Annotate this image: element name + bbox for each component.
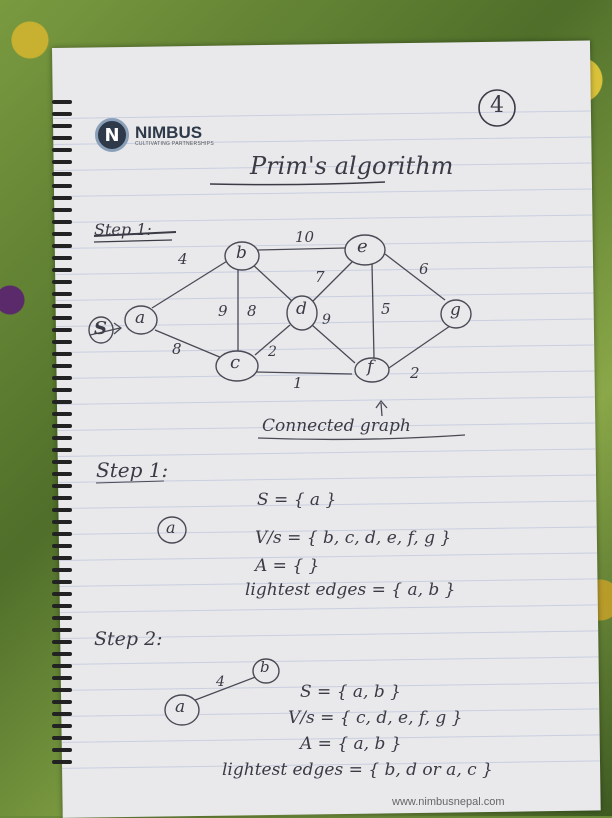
node-c-circle (215, 350, 259, 382)
node-d-label: d (296, 299, 307, 319)
step2-line-4: lightest edges = { b, d or a, c } (222, 760, 493, 780)
spiral-binding (52, 100, 72, 800)
weight-c-f: 1 (293, 374, 303, 392)
step1-heading: Step 1: (96, 458, 169, 482)
node-f-circle (354, 357, 390, 383)
graph-edges (89, 247, 466, 441)
weight-d-e: 7 (315, 268, 325, 286)
page-number-circle (478, 89, 516, 127)
step1-underline (95, 480, 165, 484)
logo-name: NIMBUS (135, 122, 203, 142)
weight-b-d: 8 (247, 302, 257, 320)
node-g-label: g (450, 300, 461, 320)
step2-edge-a-b (189, 675, 259, 703)
caption-arrow-head (375, 399, 388, 409)
graph-caption: Connected graph (262, 416, 411, 436)
step2-node-b-label: b (260, 658, 270, 676)
weight-d-c: 2 (268, 344, 277, 360)
nimbus-logo: N NIMBUS CULTIVATING PARTNERSHIPS (95, 118, 214, 152)
step1-line-3: A = { } (255, 556, 320, 576)
caption-underline (257, 434, 466, 441)
step2-node-a-label: a (175, 697, 186, 717)
label-underline (93, 239, 173, 243)
graph-nodes (88, 234, 472, 383)
node-g-circle (440, 299, 472, 329)
weight-d-f: 9 (322, 312, 331, 328)
node-d-circle (286, 295, 318, 331)
step1-line-4: lightest edges = { a, b } (245, 580, 456, 600)
edge-b-e (257, 247, 346, 251)
start-arrow-head (113, 322, 123, 335)
crossed-out-label: Step 1: (94, 220, 152, 239)
start-marker-circle (88, 316, 114, 344)
edge-d-f (311, 324, 356, 364)
node-f-label: f (367, 357, 374, 377)
node-a-circle (124, 305, 158, 335)
logo-tagline: CULTIVATING PARTNERSHIPS (135, 140, 214, 147)
node-a-label: a (135, 308, 146, 328)
node-b-label: b (236, 243, 247, 263)
weight-b-c: 9 (218, 302, 228, 320)
step1-line-2: V/s = { b, c, d, e, f, g } (255, 528, 452, 548)
weight-f-g: 2 (410, 364, 420, 382)
strikethrough (93, 231, 177, 237)
caption-arrow (380, 402, 383, 417)
weight-e-f: 5 (381, 300, 391, 318)
step1-node-label: a (166, 518, 176, 537)
start-marker-label: S (94, 318, 107, 339)
edge-e-f (371, 263, 375, 359)
step2-node-a-circle (164, 694, 200, 726)
edge-d-c (254, 324, 291, 356)
edge-d-e (311, 261, 353, 303)
step2-heading: Step 2: (94, 628, 163, 650)
footer-url: www.nimbusnepal.com (392, 796, 505, 808)
step2-line-2: V/s = { c, d, e, f, g } (288, 708, 463, 728)
step2-node-b-circle (252, 658, 280, 684)
edge-a-b (151, 257, 233, 309)
start-arrow (89, 327, 121, 336)
node-e-label: e (357, 236, 368, 257)
weight-a-b: 4 (178, 250, 188, 268)
step1-node-circle (157, 516, 187, 544)
step2-line-1: S = { a, b } (300, 682, 401, 702)
weight-e-g: 6 (419, 260, 429, 278)
page-title: Prim's algorithm (250, 152, 454, 180)
edge-c-f (255, 371, 353, 375)
step2-line-3: A = { a, b } (300, 734, 402, 754)
weight-b-e: 10 (295, 228, 315, 246)
node-e-circle (344, 234, 386, 266)
step1-line-1: S = { a } (257, 490, 337, 510)
edge-b-d (249, 261, 294, 303)
node-b-circle (224, 241, 260, 271)
logo-mark-icon: N (95, 118, 129, 152)
step2-edge-weight: 4 (216, 674, 225, 690)
node-c-label: c (230, 352, 241, 373)
edge-a-c (154, 329, 223, 359)
title-underline (209, 181, 386, 186)
edge-f-g (385, 325, 451, 371)
edge-e-g (384, 253, 446, 301)
weight-a-c: 8 (172, 340, 182, 358)
page-number: 4 (490, 93, 504, 118)
